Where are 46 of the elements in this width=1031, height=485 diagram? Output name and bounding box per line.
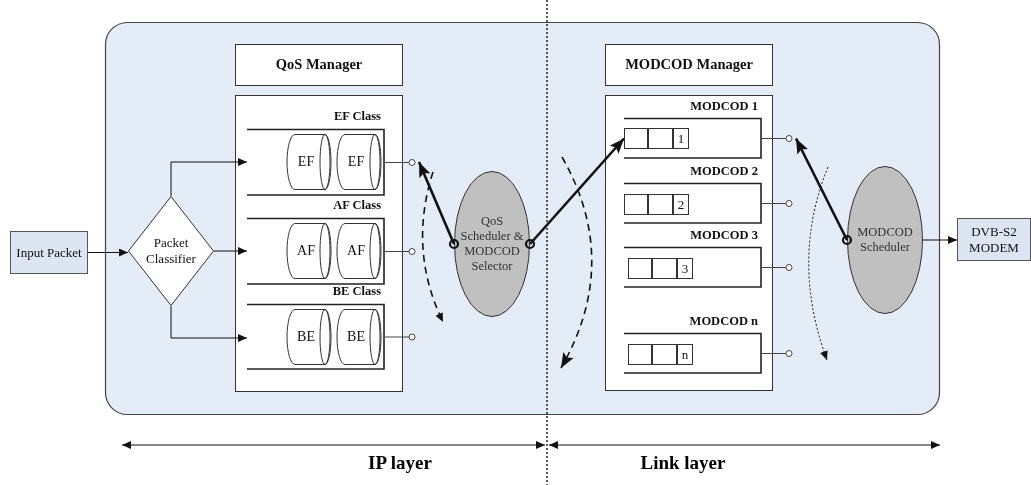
queue-cell — [652, 344, 677, 365]
connector-arrow — [922, 236, 958, 244]
queue — [247, 109, 419, 196]
connector-arrow — [170, 158, 248, 197]
connector-arrow — [417, 161, 456, 245]
queue-cell: 2 — [673, 194, 689, 215]
scheduler-ellipse: MODCOD Scheduler — [847, 166, 923, 314]
input-box: Input Packet — [10, 231, 88, 274]
packet-cylinder: AF — [337, 223, 381, 279]
queue-cell — [648, 128, 673, 149]
queue-label: MODCOD 1 — [690, 99, 758, 114]
packet-cylinder: EF — [287, 134, 331, 190]
system-panel — [105, 22, 940, 415]
queue — [247, 284, 419, 370]
queue-cell: 1 — [673, 128, 689, 149]
layer-label: Link layer — [640, 452, 726, 474]
queue-cell: n — [677, 344, 693, 365]
queue — [247, 198, 419, 285]
manager-box: QoS Manager — [235, 44, 403, 86]
queue-label: MODCOD n — [689, 314, 758, 329]
connector-arrow — [87, 248, 129, 257]
packet-cylinder: EF — [337, 134, 381, 190]
packet-cylinder: AF — [287, 223, 331, 279]
connector-arrow — [794, 137, 849, 241]
queue-label: AF Class — [333, 198, 381, 213]
queue-cell — [624, 128, 648, 149]
queue-label: BE Class — [332, 284, 381, 299]
queue-cell — [628, 258, 652, 279]
queue-label: EF Class — [333, 109, 381, 124]
output-box: DVB-S2 MODEM — [957, 218, 1031, 261]
queue-cell: 3 — [677, 258, 693, 279]
queue-cell — [628, 344, 652, 365]
manager-box: MODCOD Manager — [605, 44, 773, 86]
packet-cylinder: BE — [337, 309, 381, 365]
connector-arrow — [170, 305, 248, 342]
queue-label: MODCOD 2 — [690, 164, 758, 179]
queue-cell — [652, 258, 677, 279]
decision-diamond: Packet Classifier — [128, 196, 214, 306]
connector-arrow — [529, 137, 625, 245]
queue-label: MODCOD 3 — [690, 228, 758, 243]
queue-cell — [648, 194, 673, 215]
packet-cylinder: BE — [287, 309, 331, 365]
scheduler-ellipse: QoS Scheduler & MODCOD Selector — [454, 171, 530, 317]
connector-arrow — [213, 247, 248, 255]
layer-label: IP layer — [368, 452, 432, 474]
queue-cell — [624, 194, 648, 215]
